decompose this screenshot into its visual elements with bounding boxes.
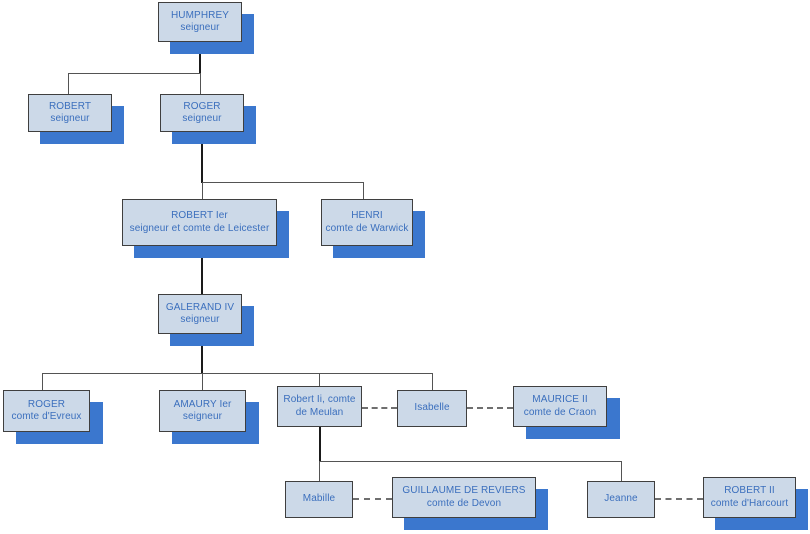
node-roger-evreux[interactable]: ROGER comte d'Evreux (3, 390, 90, 432)
node-robert-ier-line2: seigneur et comte de Leicester (129, 222, 270, 234)
node-roger-seigneur-line2: seigneur (182, 113, 222, 124)
marriage-mabille-guillaume (353, 498, 392, 500)
node-roger-seigneur-line1: ROGER (183, 100, 221, 112)
connector-to-robert-meulan (319, 373, 320, 390)
node-galerand-line1: GALERAND IV (165, 301, 235, 313)
connector-to-jeanne (621, 461, 622, 481)
connector-gen5-bar (42, 373, 433, 374)
node-amaury[interactable]: AMAURY Ier seigneur (159, 390, 246, 432)
marriage-jeanne-robert-harcourt (655, 498, 703, 500)
node-jeanne-line1: Jeanne (604, 493, 638, 505)
marriage-robert-meulan-isabelle (362, 407, 397, 409)
node-roger-evreux-line2: comte d'Evreux (11, 411, 82, 422)
node-robert-ier-line1: ROBERT Ier (171, 210, 228, 221)
node-henri[interactable]: HENRI comte de Warwick (321, 199, 413, 246)
node-jeanne[interactable]: Jeanne (587, 481, 655, 518)
connector-gen3-bar (202, 182, 363, 183)
connector-to-amaury (202, 373, 203, 390)
connector-to-roger-evreux (42, 373, 43, 390)
node-amaury-line2: seigneur (182, 411, 223, 422)
marriage-isabelle-maurice (467, 407, 513, 409)
node-humphrey-line1: HUMPHREY (170, 9, 230, 21)
node-robert-meulan-line2: de Meulan (295, 406, 344, 418)
node-henri-line1: HENRI (351, 210, 383, 221)
connector-to-isabelle (432, 373, 433, 390)
node-mabille[interactable]: Mabille (285, 481, 353, 518)
node-robert-seigneur-line2: seigneur (50, 113, 90, 124)
node-robert-meulan-line1: Robert Ii, comte (283, 394, 356, 405)
node-robert-meulan[interactable]: Robert Ii, comte de Meulan (277, 386, 362, 427)
connector-to-robert-ier (202, 182, 203, 199)
connector-galerand-down (201, 334, 203, 374)
connector-roger-down (201, 132, 203, 183)
node-guillaume[interactable]: GUILLAUME DE REVIERS comte de Devon (392, 477, 536, 518)
node-henri-line2: comte de Warwick (325, 222, 409, 234)
node-robert-ier[interactable]: ROBERT Ier seigneur et comte de Leiceste… (122, 199, 277, 246)
connector-humphrey-down (199, 42, 201, 74)
connector-robert-ier-down (201, 246, 203, 294)
connector-robert-meulan-down (319, 427, 321, 462)
node-mabille-line1: Mabille (302, 493, 336, 505)
node-maurice-line1: MAURICE II (532, 394, 588, 405)
node-isabelle[interactable]: Isabelle (397, 390, 467, 427)
connector-to-roger (200, 73, 201, 94)
node-humphrey-line2: seigneur (180, 22, 220, 33)
node-galerand[interactable]: GALERAND IV seigneur (158, 294, 242, 334)
node-roger-seigneur[interactable]: ROGER seigneur (160, 94, 244, 132)
node-guillaume-line1: GUILLAUME DE REVIERS (402, 485, 526, 496)
connector-to-henri (363, 182, 364, 199)
connector-to-robert (68, 73, 69, 94)
node-humphrey[interactable]: HUMPHREY seigneur (158, 2, 242, 42)
node-maurice[interactable]: MAURICE II comte de Craon (513, 386, 607, 427)
node-maurice-line2: comte de Craon (523, 406, 597, 418)
node-robert-harcourt-line2: comte d'Harcourt (710, 497, 789, 509)
node-amaury-line1: AMAURY Ier (173, 398, 232, 410)
node-robert-harcourt[interactable]: ROBERT II comte d'Harcourt (703, 477, 796, 518)
node-robert-harcourt-line1: ROBERT II (724, 485, 775, 496)
connector-gen2-bar (68, 73, 200, 74)
node-galerand-line2: seigneur (180, 314, 220, 325)
node-robert-seigneur[interactable]: ROBERT seigneur (28, 94, 112, 132)
connector-gen6-bar (319, 461, 621, 462)
connector-to-mabille (319, 461, 320, 481)
node-guillaume-line2: comte de Devon (426, 497, 502, 509)
node-roger-evreux-line1: ROGER (27, 398, 66, 410)
node-robert-seigneur-line1: ROBERT (48, 100, 92, 112)
node-isabelle-line1: Isabelle (414, 402, 450, 414)
